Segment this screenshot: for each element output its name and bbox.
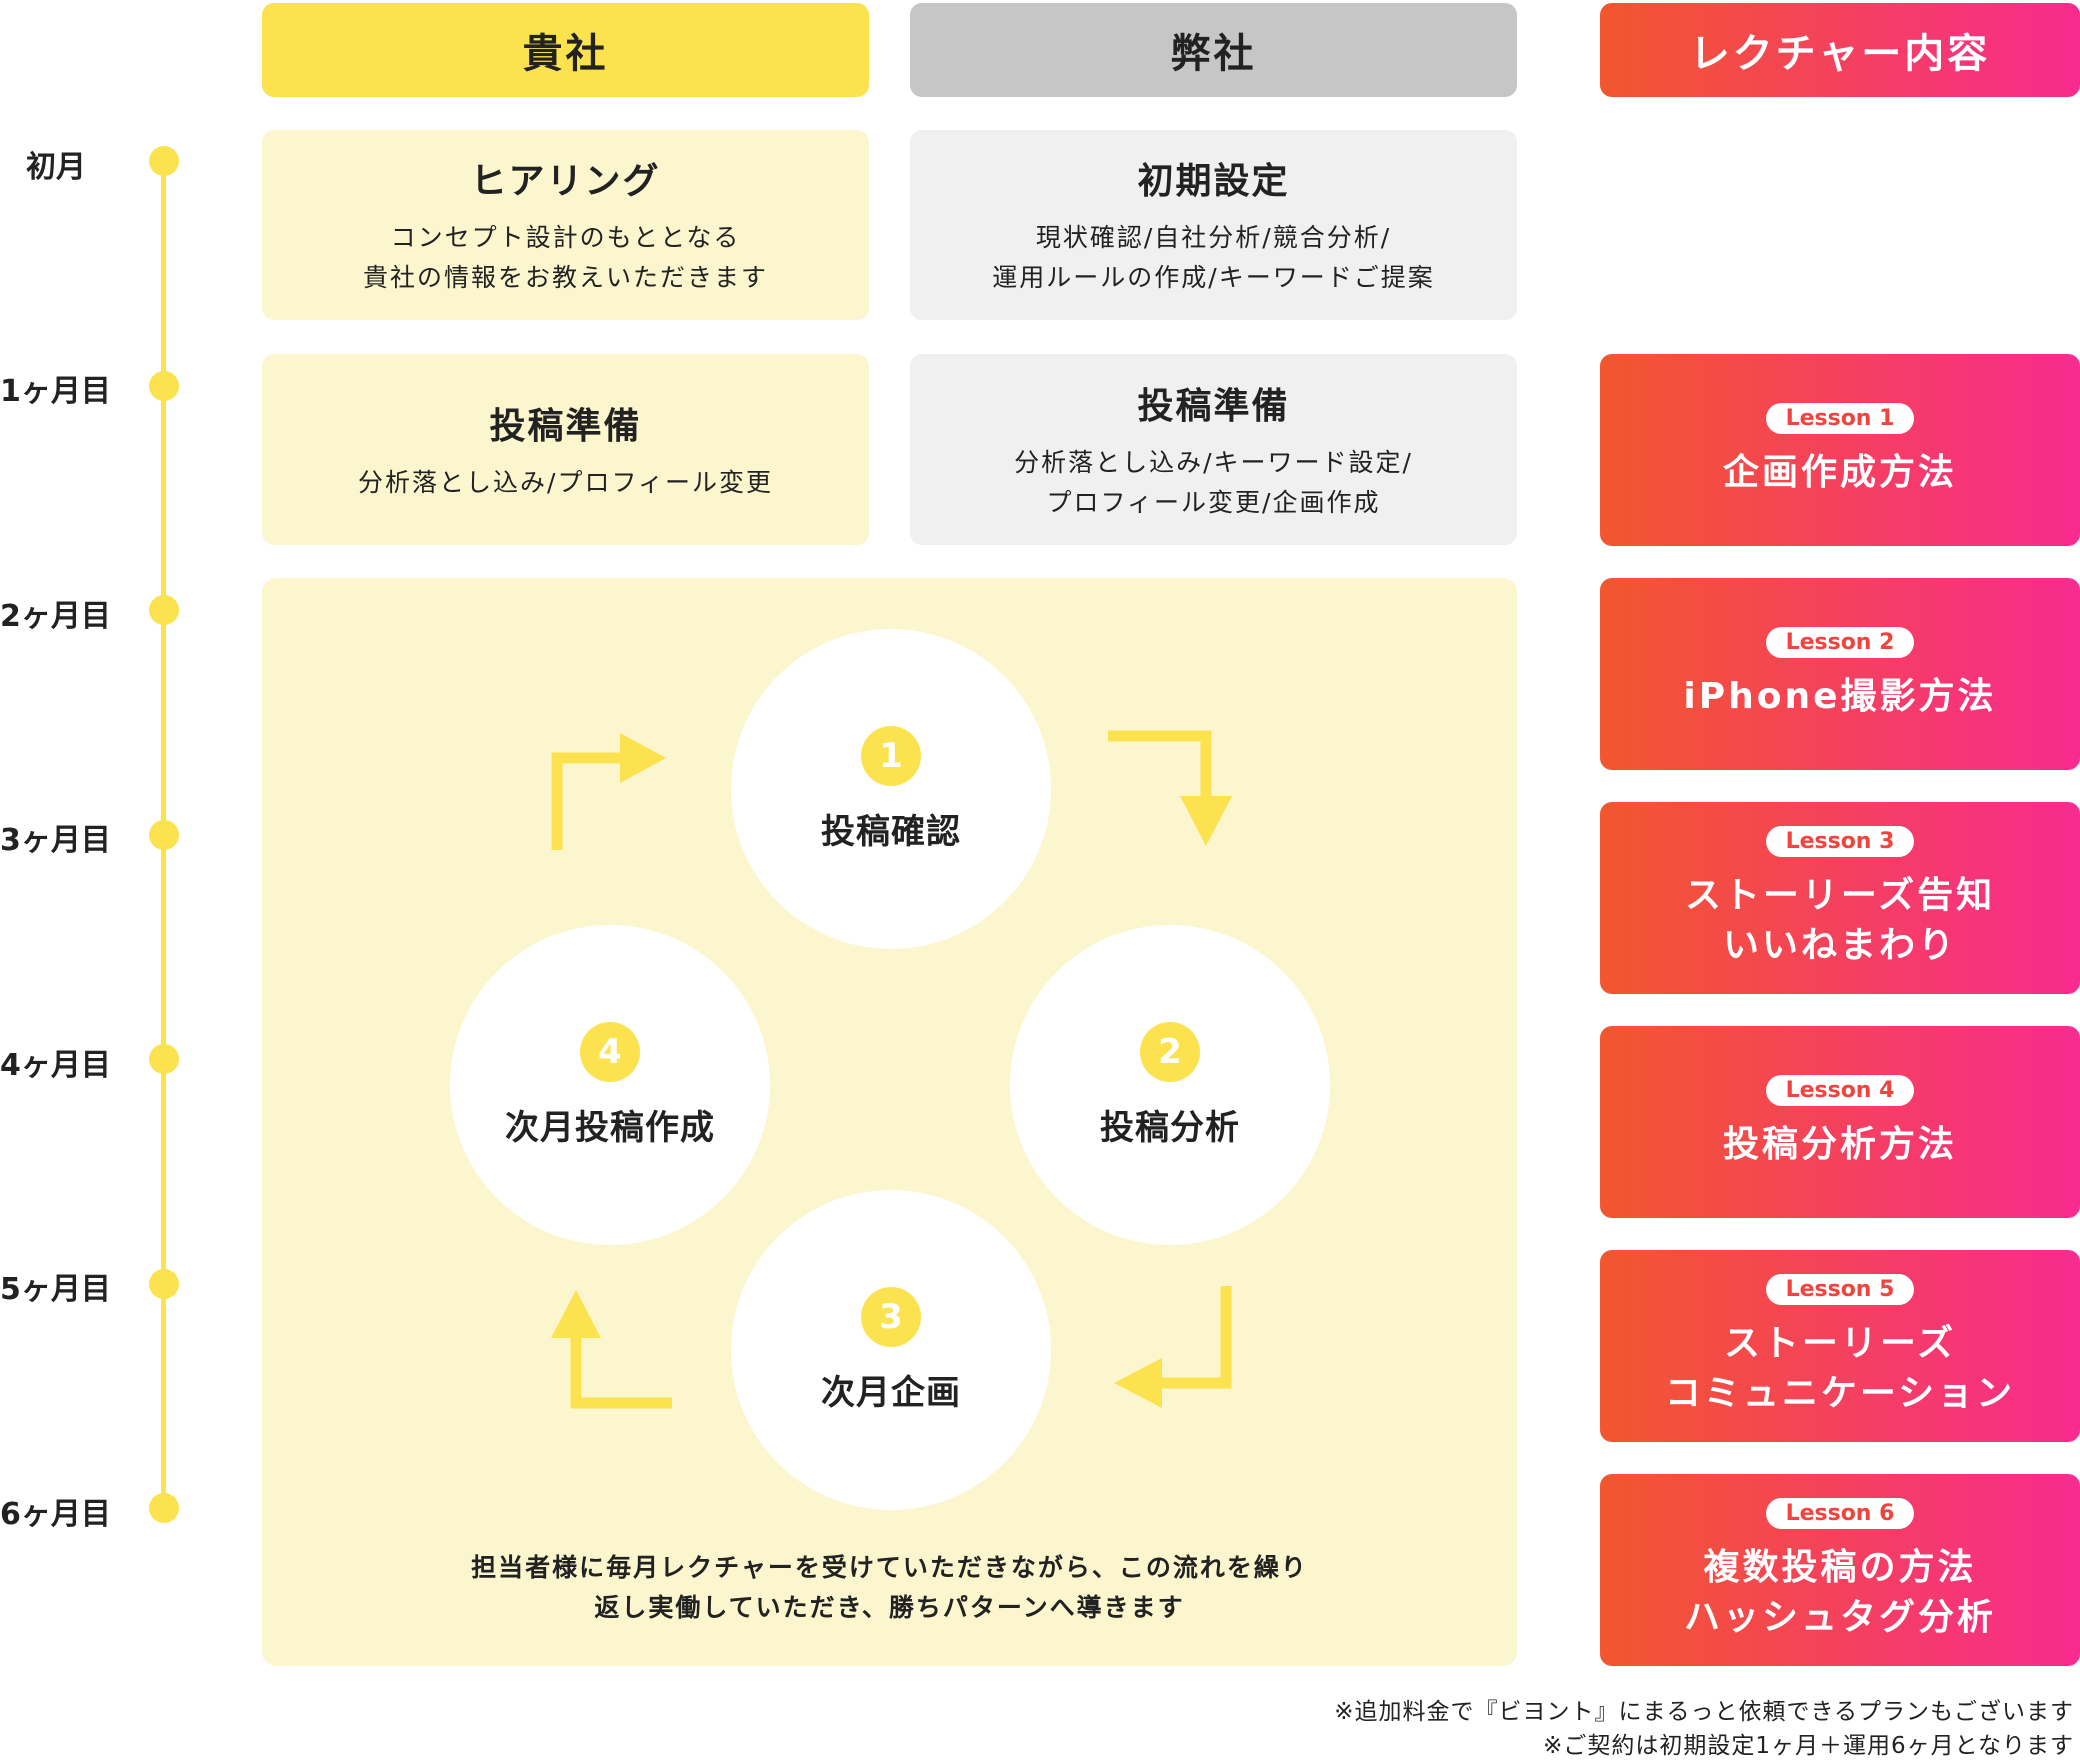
cycle-step-2: 2 投稿分析 bbox=[1010, 925, 1330, 1245]
cycle-step-1: 1 投稿確認 bbox=[731, 629, 1051, 949]
arrow-head-icon bbox=[551, 1290, 601, 1338]
card-title: 投稿準備 bbox=[1137, 385, 1290, 427]
card-desc-line: 運用ルールの作成/キーワードご提案 bbox=[992, 263, 1435, 292]
arrow-icon bbox=[1162, 1286, 1232, 1389]
lesson-tag: Lesson 6 bbox=[1765, 1497, 1915, 1529]
card-desc-line: コンセプト設計のもととなる bbox=[390, 223, 741, 252]
timeline-dot bbox=[149, 1269, 179, 1299]
cycle-note-line: 担当者様に毎月レクチャーを受けていただきながら、この流れを繰り bbox=[471, 1553, 1308, 1582]
card-title: ヒアリング bbox=[470, 161, 661, 202]
lesson-title: ストーリーズ bbox=[1723, 1322, 1957, 1364]
card-title: 投稿準備 bbox=[489, 405, 642, 447]
header-lecture-content: レクチャー内容 bbox=[1600, 3, 2080, 97]
arrow-head-icon bbox=[620, 733, 666, 783]
month-label-5: 5ヶ月目 bbox=[0, 1272, 111, 1307]
month-label-2: 2ヶ月目 bbox=[0, 599, 111, 634]
lesson-card-3: Lesson 3 ストーリーズ告知 いいねまわり bbox=[1600, 802, 2080, 994]
month-label-3: 3ヶ月目 bbox=[0, 823, 111, 858]
lesson-card-1: Lesson 1 企画作成方法 bbox=[1600, 354, 2080, 546]
cycle-step-4: 4 次月投稿作成 bbox=[450, 925, 770, 1245]
timeline-dot bbox=[149, 146, 179, 176]
card-desc-line: プロフィール変更/企画作成 bbox=[1046, 487, 1381, 517]
step-label: 次月投稿作成 bbox=[505, 1107, 715, 1148]
lesson-title: 企画作成方法 bbox=[1722, 451, 1957, 493]
arrow-icon bbox=[551, 752, 624, 850]
cycle-arrows bbox=[551, 730, 1232, 1409]
lesson-tag: Lesson 1 bbox=[1765, 402, 1915, 434]
arrow-icon bbox=[1108, 730, 1212, 796]
month-label-0: 初月 bbox=[26, 150, 86, 185]
step-number-badge: 4 bbox=[580, 1021, 640, 1082]
lesson-title: 複数投稿の方法 bbox=[1703, 1546, 1977, 1588]
card-desc-line: 貴社の情報をお教えいただきます bbox=[362, 263, 768, 292]
card-desc-line: 現状確認/自社分析/競合分析/ bbox=[1035, 223, 1392, 252]
month-label-6: 6ヶ月目 bbox=[0, 1497, 111, 1532]
lesson-card-2: Lesson 2 iPhone撮影方法 bbox=[1600, 578, 2080, 770]
arrow-icon bbox=[570, 1338, 672, 1409]
lesson-title: iPhone撮影方法 bbox=[1683, 675, 1997, 717]
step-number-badge: 1 bbox=[861, 725, 921, 786]
lesson-tag: Lesson 2 bbox=[1765, 626, 1915, 658]
client-card-post-prep: 投稿準備 分析落とし込み/プロフィール変更 bbox=[262, 354, 869, 545]
card-desc-line: 分析落とし込み/プロフィール変更 bbox=[358, 467, 773, 497]
header-our-company: 弊社 bbox=[910, 3, 1517, 97]
header-client: 貴社 bbox=[262, 3, 869, 97]
month-label-1: 1ヶ月目 bbox=[0, 374, 111, 409]
step-label: 投稿確認 bbox=[821, 811, 961, 852]
footnote: ※ご契約は初期設定1ヶ月＋運用6ヶ月となります bbox=[1543, 1733, 2074, 1759]
step-label: 投稿分析 bbox=[1100, 1107, 1240, 1148]
arrow-head-icon bbox=[1180, 796, 1232, 846]
lesson-title: ストーリーズ告知 bbox=[1684, 874, 1996, 916]
timeline-dot bbox=[149, 371, 179, 401]
cycle-note-line: 返し実働していただき、勝ちパターンへ導きます bbox=[594, 1593, 1185, 1622]
cycle-step-3: 3 次月企画 bbox=[731, 1190, 1051, 1510]
timeline-dot bbox=[149, 820, 179, 850]
month-label-4: 4ヶ月目 bbox=[0, 1048, 111, 1083]
lesson-title: コミュニケーション bbox=[1664, 1372, 2016, 1414]
client-card-hearing: ヒアリング コンセプト設計のもととなる 貴社の情報をお教えいただきます bbox=[262, 130, 869, 320]
lesson-card-6: Lesson 6 複数投稿の方法 ハッシュタグ分析 bbox=[1600, 1474, 2080, 1666]
lesson-card-5: Lesson 5 ストーリーズ コミュニケーション bbox=[1600, 1250, 2080, 1442]
cycle-note: 担当者様に毎月レクチャーを受けていただきながら、この流れを繰り 返し実働していた… bbox=[262, 1548, 1517, 1628]
lesson-title: ハッシュタグ分析 bbox=[1683, 1596, 1996, 1638]
timeline-dot bbox=[149, 1044, 179, 1074]
lesson-title: いいねまわり bbox=[1722, 924, 1957, 966]
lesson-title: 投稿分析方法 bbox=[1722, 1123, 1957, 1165]
footnote: ※追加料金で『ビヨント』にまるっと依頼できるプランもございます bbox=[1334, 1699, 2074, 1725]
lesson-tag: Lesson 3 bbox=[1765, 825, 1915, 857]
card-desc-line: 分析落とし込み/キーワード設定/ bbox=[1014, 447, 1413, 477]
us-card-initial-setup: 初期設定 現状確認/自社分析/競合分析/ 運用ルールの作成/キーワードご提案 bbox=[910, 130, 1517, 320]
step-number-badge: 3 bbox=[861, 1286, 921, 1347]
lesson-tag: Lesson 5 bbox=[1765, 1273, 1915, 1305]
step-label: 次月企画 bbox=[821, 1372, 961, 1413]
lesson-card-4: Lesson 4 投稿分析方法 bbox=[1600, 1026, 2080, 1218]
lesson-tag: Lesson 4 bbox=[1765, 1074, 1915, 1106]
timeline-dot bbox=[149, 1493, 179, 1523]
timeline-dot bbox=[149, 595, 179, 625]
arrow-head-icon bbox=[1114, 1358, 1162, 1408]
us-card-post-prep: 投稿準備 分析落とし込み/キーワード設定/ プロフィール変更/企画作成 bbox=[910, 354, 1517, 545]
card-title: 初期設定 bbox=[1137, 161, 1290, 202]
step-number-badge: 2 bbox=[1140, 1021, 1200, 1082]
